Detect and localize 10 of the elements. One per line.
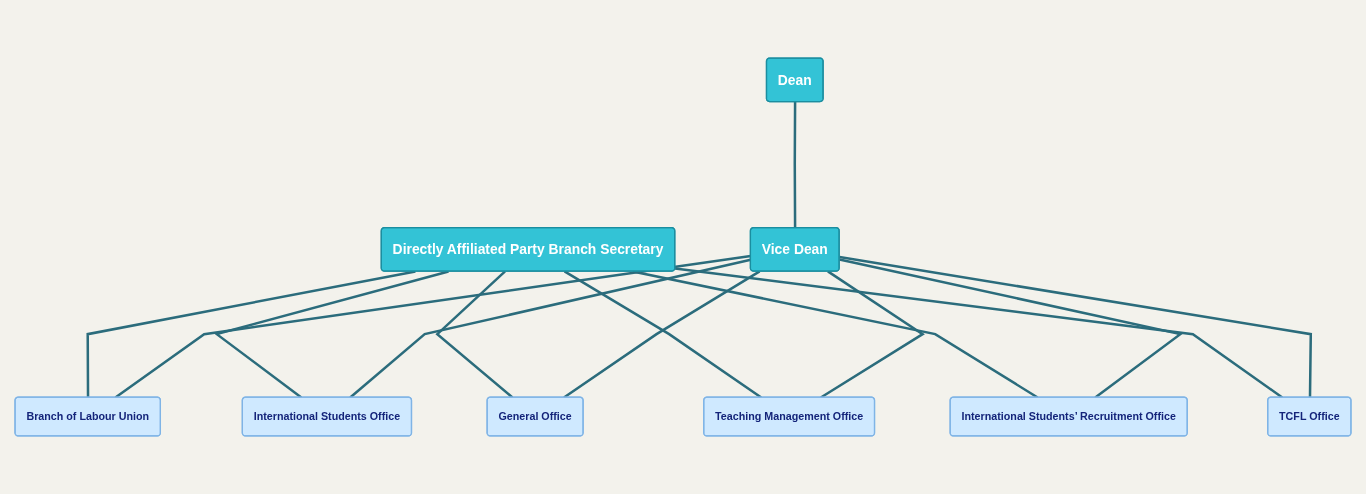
connector [213,270,449,399]
connector [674,267,1283,399]
connector [435,270,514,399]
connector [820,270,925,399]
connector [839,258,1184,399]
connector [86,270,416,398]
connector [793,101,797,228]
connector [114,254,751,399]
connector [839,255,1313,398]
connector [349,258,751,399]
